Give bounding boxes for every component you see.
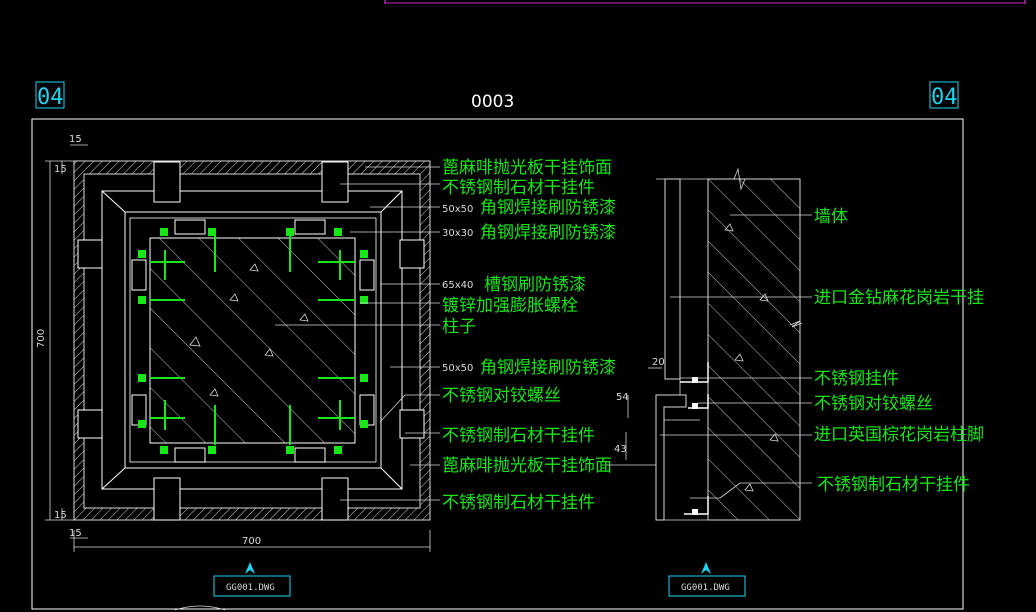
angle-frame-outer — [101, 190, 403, 490]
dim-height: 700 — [36, 329, 47, 348]
plan-label-list: 蓖麻啡抛光板干挂饰面 不锈钢制石材干挂件 50x50 角钢焊接刷防锈漆 30x3… — [442, 158, 616, 513]
section-tag-right-text: 04 — [931, 85, 958, 110]
dim-elev-20: 20 — [652, 357, 665, 368]
plan-label-10: 不锈钢制石材干挂件 — [442, 426, 595, 446]
plan-label-9: 不锈钢对铰螺丝 — [442, 386, 561, 406]
dim-elev-54: 54 — [616, 392, 629, 403]
section-tag-left-text: 04 — [37, 85, 64, 110]
plan-label-4: 角钢焊接刷防锈漆 — [480, 223, 616, 243]
plan-label-11: 蓖麻啡抛光板干挂饰面 — [442, 456, 612, 476]
partial-arc — [174, 605, 226, 611]
plan-label-8: 角钢焊接刷防锈漆 — [480, 358, 616, 378]
plan-label-5: 槽钢刷防锈漆 — [484, 275, 586, 295]
dim-elev-43: 43 — [614, 444, 627, 455]
plan-label-7: 柱子 — [442, 317, 476, 337]
section-label-granite: 进口金钻麻花岗岩干挂 — [814, 288, 984, 308]
ref-tag-right: GG001.DWG — [681, 583, 730, 593]
section-label-base: 进口英国棕花岗岩柱脚 — [814, 425, 984, 445]
section-label-bracket: 不锈钢制石材干挂件 — [817, 475, 970, 495]
dim-side-top: 15 — [54, 164, 67, 175]
dim-top-small: 15 — [69, 134, 82, 145]
section-tag-left[interactable]: 04 — [35, 81, 65, 110]
section-label-hanger: 不锈钢挂件 — [814, 369, 899, 389]
dim-bottom-small: 15 — [69, 528, 82, 539]
plan-label-1: 蓖麻啡抛光板干挂饰面 — [442, 158, 612, 178]
section-leaders — [660, 214, 812, 499]
ref-tag-left: GG001.DWG — [226, 583, 275, 593]
plan-label-12: 不锈钢制石材干挂件 — [442, 493, 595, 513]
section-label-wall: 墙体 — [814, 207, 848, 227]
ref-marker-right[interactable]: GG001.DWG — [668, 562, 746, 597]
plan-label-6: 镀锌加强膨胀螺栓 — [442, 296, 578, 316]
plan-view — [73, 160, 431, 521]
column-core — [149, 237, 356, 444]
wall-body — [707, 178, 801, 521]
section-label-list: 墙体 进口金钻麻花岗岩干挂 不锈钢挂件 不锈钢对铰螺丝 进口英国棕花岗岩柱脚 不… — [814, 207, 984, 495]
plan-label-5-size: 65x40 — [442, 280, 473, 291]
plan-label-3: 角钢焊接刷防锈漆 — [480, 198, 616, 218]
plan-label-4-size: 30x30 — [442, 228, 473, 239]
section-view — [606, 167, 803, 521]
dim-side-bottom: 15 — [54, 510, 67, 521]
drawing-frame — [31, 118, 964, 610]
plan-leaders — [275, 166, 440, 501]
plan-label-2: 不锈钢制石材干挂件 — [442, 178, 595, 198]
plan-label-8-size: 50x50 — [442, 363, 473, 374]
section-dims — [625, 367, 662, 460]
drawing-title: 0003 — [471, 92, 514, 112]
plan-dimensions — [45, 144, 431, 552]
plan-label-3-size: 50x50 — [442, 204, 473, 215]
section-label-bolt: 不锈钢对铰螺丝 — [814, 394, 933, 414]
ref-marker-left[interactable]: GG001.DWG — [213, 562, 291, 597]
dim-width: 700 — [242, 536, 261, 547]
section-tag-right[interactable]: 04 — [929, 81, 959, 110]
